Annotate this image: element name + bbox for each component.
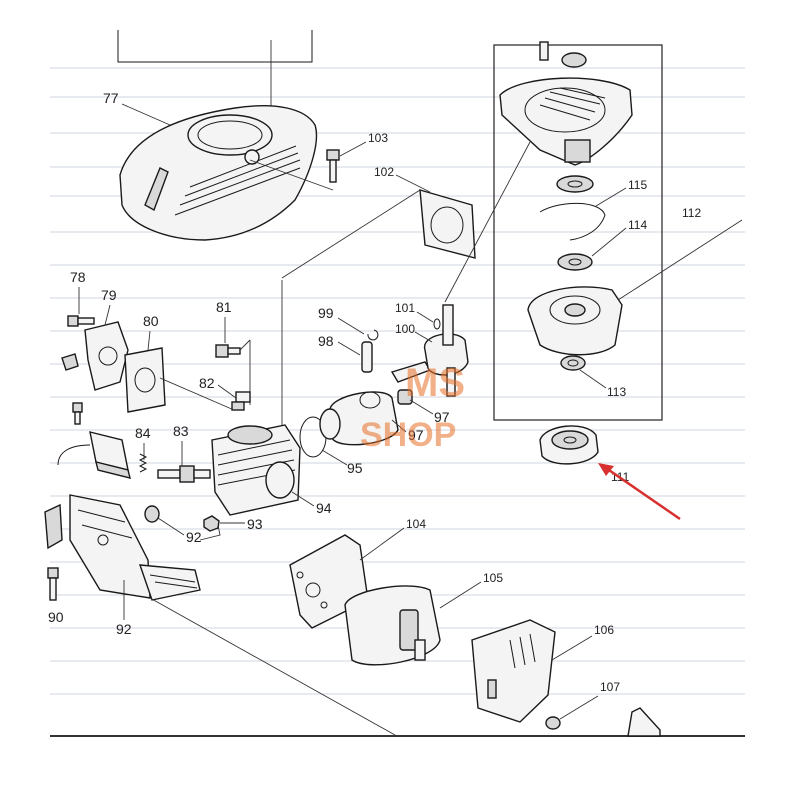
part-96-piston [319, 391, 399, 446]
label-79: 79 [101, 287, 117, 303]
part-80-gasket-plate [124, 347, 166, 413]
part-100-crankshaft [424, 304, 469, 397]
part-93-nut [203, 515, 220, 532]
part-114-bearing [557, 253, 593, 271]
label-105: 105 [483, 571, 503, 585]
part-81-screw [215, 344, 241, 358]
watermark: MS SHOP [360, 361, 465, 454]
part-79-bracket [61, 321, 129, 391]
label-78: 78 [70, 269, 86, 285]
part-94-cylinder [211, 424, 301, 516]
highlight-arrow [598, 463, 681, 521]
label-90: 90 [48, 609, 64, 625]
part-98-piston-pin [361, 341, 373, 373]
label-98: 98 [318, 333, 334, 349]
part-83-spark-plug [157, 465, 211, 483]
label-96: 97 [408, 427, 424, 443]
part-84-spring [138, 453, 148, 473]
part-crankcase-upper [499, 41, 633, 166]
part-ignition-coil [57, 431, 131, 479]
label-91: 92 [116, 621, 132, 637]
label-81: 81 [216, 299, 232, 315]
label-106: 106 [594, 623, 614, 637]
label-103: 103 [368, 131, 388, 145]
part-77-engine-cover [119, 105, 318, 241]
label-115: 115 [628, 178, 647, 192]
part-103-screw [326, 149, 340, 183]
label-114: 114 [628, 218, 647, 232]
label-99: 99 [318, 305, 334, 321]
label-92: 92 [186, 529, 202, 545]
label-80: 80 [143, 313, 159, 329]
part-105-muffler [344, 585, 441, 666]
label-97: 97 [434, 409, 450, 425]
part-112-crankcase-lower [527, 286, 623, 356]
label-112: 112 [682, 206, 701, 220]
label-104: 104 [406, 517, 426, 531]
part-90-screw [47, 567, 59, 601]
part-91-fuel-tank [44, 494, 201, 601]
label-83: 83 [173, 423, 189, 439]
part-78-bolt [67, 315, 95, 327]
part-106-heat-shield [471, 619, 556, 723]
part-82-clip [231, 391, 251, 411]
label-93: 93 [247, 516, 263, 532]
part-107-nut [545, 716, 561, 730]
part-101-key [433, 318, 441, 330]
label-101: 101 [395, 301, 415, 315]
svg-text:MS: MS [405, 361, 465, 405]
part-113-oil-seal [560, 355, 586, 371]
label-95: 95 [347, 460, 363, 476]
label-82: 82 [199, 375, 215, 391]
label-113: 113 [607, 385, 626, 399]
part-111-clutch [539, 425, 599, 465]
label-102: 102 [374, 165, 394, 179]
part-92-grommet [144, 505, 160, 523]
part-bearing-upper [556, 175, 594, 193]
part-bolt-lower-left [72, 402, 83, 425]
top-bracket [117, 30, 313, 63]
crankcase-group-frame [493, 44, 663, 421]
part-102-gasket [419, 189, 476, 259]
label-94: 94 [316, 500, 332, 516]
part-99-circlip [367, 329, 379, 341]
label-84: 84 [135, 425, 151, 441]
label-100: 100 [395, 322, 415, 336]
label-107: 107 [600, 680, 620, 694]
part-115-circlip [539, 202, 606, 241]
part-partial-bottom-right [627, 707, 661, 737]
label-77: 77 [103, 90, 119, 106]
svg-text:SHOP: SHOP [360, 416, 456, 454]
